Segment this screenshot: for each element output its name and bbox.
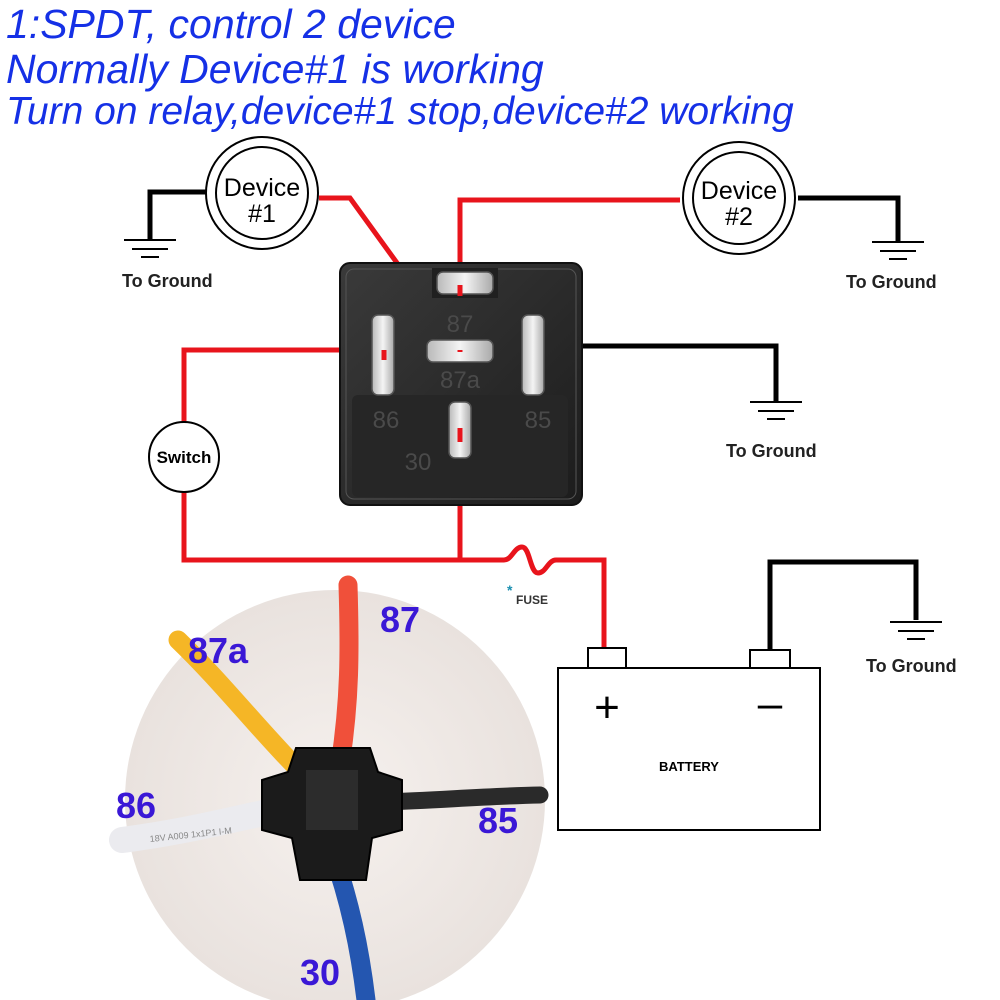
device-2-number: #2 (725, 203, 753, 231)
relay: 87 87a 86 85 30 (339, 262, 583, 506)
fuse-symbol (460, 544, 607, 650)
device-2-label: Device (701, 177, 777, 205)
fuse-label: FUSE (516, 593, 548, 607)
wire-switch-to-fuse (181, 491, 460, 563)
ground-wire-device-1 (147, 189, 206, 240)
socket-photo: 18V A009 1x1P1 I-M 87 87a 86 85 30 (109, 575, 549, 1000)
photo-label-85: 85 (478, 800, 518, 841)
relay-pin-86-label: 86 (373, 407, 400, 434)
battery-terminal-positive (587, 647, 627, 669)
ground-label-pin-85: To Ground (726, 441, 817, 461)
photo-wire-87 (330, 575, 359, 775)
battery-body (557, 667, 821, 831)
title-line-3: Turn on relay,device#1 stop,device#2 wor… (6, 90, 794, 133)
battery: + – BATTERY (557, 647, 821, 831)
relay-pin-85 (521, 314, 545, 396)
ground-symbol-device-1 (124, 239, 176, 258)
battery-minus-sign: – (758, 679, 783, 728)
battery-terminal-negative (749, 649, 791, 669)
relay-pin-85-label: 85 (525, 407, 552, 434)
device-2: Device #2 (682, 141, 796, 255)
title-line-1: 1:SPDT, control 2 device (6, 1, 456, 47)
relay-pin-30-label: 30 (405, 449, 432, 476)
ground-wire-pin-85 (524, 343, 779, 402)
device-1: Device #1 (205, 136, 319, 250)
device-1-label: Device (224, 174, 300, 202)
switch-label: Switch (157, 448, 212, 467)
ground-wire-battery (767, 559, 919, 652)
wire-device-2-to-87 (457, 197, 680, 285)
ground-label-device-2: To Ground (846, 272, 937, 292)
ground-wire-device-2 (798, 195, 901, 242)
fuse-mark: * (507, 582, 513, 598)
ground-symbol-device-2 (872, 241, 924, 260)
relay-pin-87a-label: 87a (440, 367, 481, 394)
battery-label: BATTERY (659, 759, 719, 774)
relay-pin-87 (436, 271, 494, 295)
ground-symbol-battery (890, 621, 942, 640)
battery-plus-sign: + (594, 683, 620, 732)
device-1-number: #1 (248, 200, 276, 228)
title-line-2: Normally Device#1 is working (6, 46, 544, 92)
photo-label-86: 86 (116, 785, 156, 826)
ground-symbol-pin-85 (750, 401, 802, 420)
switch: Switch (148, 421, 220, 493)
ground-label-device-1: To Ground (122, 271, 213, 291)
ground-label-battery: To Ground (866, 656, 957, 676)
relay-pin-87-label: 87 (447, 311, 474, 338)
wire-switch-to-86 (181, 347, 384, 423)
photo-wire-85 (376, 786, 549, 811)
photo-label-87a: 87a (188, 630, 249, 671)
photo-label-30: 30 (300, 952, 340, 993)
photo-label-87: 87 (380, 599, 420, 640)
